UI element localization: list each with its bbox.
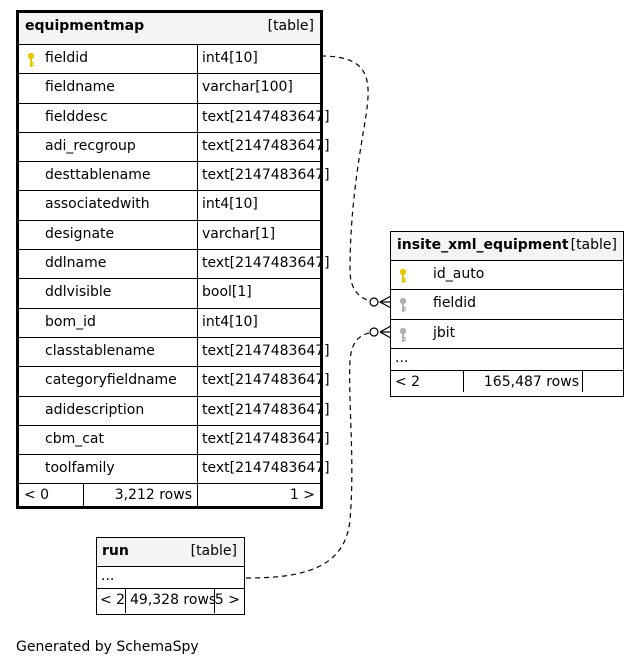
row-count: 49,328 rows bbox=[130, 592, 217, 608]
column-type: text[2147483647] bbox=[197, 455, 330, 484]
column-name: classtablename bbox=[45, 342, 155, 359]
foreign-key-icon bbox=[399, 298, 407, 313]
column-row[interactable]: ddlname text[2147483647] bbox=[19, 250, 330, 280]
table-header: equipmentmap [table] bbox=[19, 13, 320, 45]
column-row[interactable]: bom_id int4[10] bbox=[19, 308, 320, 338]
table-footer: < 0 3,212 rows 1 > bbox=[19, 484, 320, 507]
column-name: fieldid bbox=[45, 50, 88, 66]
column-name: bom_id bbox=[45, 313, 96, 330]
column-row[interactable]: id_auto bbox=[391, 261, 623, 291]
column-row[interactable]: ddlvisible bool[1] bbox=[19, 279, 320, 309]
column-type: int4[10] bbox=[197, 308, 320, 337]
column-name: fieldname bbox=[45, 79, 115, 96]
parents-count: < 2 bbox=[100, 592, 126, 608]
column-row[interactable]: associatedwith int4[10] bbox=[19, 191, 320, 221]
column-type: text[2147483647] bbox=[197, 103, 330, 132]
column-name: fieldid bbox=[433, 295, 476, 312]
row-count: 165,487 rows bbox=[483, 373, 579, 390]
children-count: 5 > bbox=[214, 592, 240, 608]
column-type: bool[1] bbox=[197, 279, 320, 308]
column-type: text[2147483647] bbox=[197, 250, 330, 279]
column-type: varchar[1] bbox=[197, 220, 320, 250]
table-footer: < 2 165,487 rows bbox=[391, 370, 623, 392]
table-run[interactable]: run [table] ... < 2 49,328 rows 5 > bbox=[96, 537, 245, 615]
column-name: desttablename bbox=[45, 167, 151, 184]
column-type: text[2147483647] bbox=[197, 337, 330, 367]
relationship-fieldid bbox=[320, 55, 381, 303]
table-name: equipmentmap bbox=[25, 18, 145, 34]
column-row[interactable]: toolfamily text[2147483647] bbox=[19, 455, 330, 485]
column-row[interactable]: adidescription text[2147483647] bbox=[19, 396, 330, 426]
column-name: ddlname bbox=[45, 255, 107, 272]
parents-count: < 0 bbox=[24, 487, 50, 504]
column-name: toolfamily bbox=[45, 460, 115, 477]
table-name: insite_xml_equipment bbox=[397, 237, 569, 253]
column-name: categoryfieldname bbox=[45, 372, 177, 389]
primary-key-icon bbox=[399, 268, 407, 283]
column-row[interactable]: categoryfieldname text[2147483647] bbox=[19, 367, 330, 397]
table-type: [table] bbox=[570, 237, 617, 253]
column-row[interactable]: classtablename text[2147483647] bbox=[19, 337, 330, 368]
column-row[interactable]: cbm_cat text[2147483647] bbox=[19, 425, 330, 456]
column-name: fielddesc bbox=[45, 108, 108, 125]
column-row[interactable]: fieldid bbox=[391, 290, 623, 320]
column-type: varchar[100] bbox=[197, 74, 320, 103]
children-count: 1 > bbox=[289, 487, 315, 504]
column-type: text[2147483647] bbox=[197, 425, 330, 455]
parents-count: < 2 bbox=[395, 373, 421, 390]
crowfoot-fieldid bbox=[369, 295, 392, 309]
column-name: jbit bbox=[433, 324, 456, 341]
column-name: associatedwith bbox=[45, 196, 150, 213]
table-type: [table] bbox=[190, 543, 237, 559]
column-type: text[2147483647] bbox=[197, 396, 330, 425]
column-row[interactable]: fielddesc text[2147483647] bbox=[19, 103, 330, 133]
primary-key-icon bbox=[27, 52, 35, 67]
column-row[interactable]: jbit bbox=[391, 320, 623, 349]
foreign-key-icon bbox=[399, 327, 407, 342]
column-name: adi_recgroup bbox=[45, 137, 136, 154]
column-name: ddlvisible bbox=[45, 284, 112, 301]
column-row[interactable]: fieldname varchar[100] bbox=[19, 74, 320, 104]
column-name: designate bbox=[45, 225, 115, 242]
column-type: text[2147483647] bbox=[197, 132, 330, 162]
more-columns: ... bbox=[97, 567, 244, 589]
column-type: text[2147483647] bbox=[197, 162, 330, 191]
column-name: cbm_cat bbox=[45, 430, 104, 447]
table-header: insite_xml_equipment [table] bbox=[391, 232, 623, 261]
column-row[interactable]: designate varchar[1] bbox=[19, 220, 320, 251]
relationship-jbit bbox=[245, 331, 381, 579]
column-row[interactable]: adi_recgroup text[2147483647] bbox=[19, 132, 330, 163]
column-row[interactable]: fieldid int4[10] bbox=[19, 45, 320, 75]
column-name: adidescription bbox=[45, 401, 145, 418]
column-row[interactable]: desttablename text[2147483647] bbox=[19, 162, 330, 192]
table-name: run bbox=[102, 543, 129, 559]
column-type: text[2147483647] bbox=[197, 367, 330, 396]
table-footer: < 2 49,328 rows 5 > bbox=[97, 589, 244, 613]
table-header: run [table] bbox=[97, 538, 244, 567]
generated-by-label: Generated by SchemaSpy bbox=[16, 639, 199, 655]
more-columns: ... bbox=[391, 349, 623, 371]
row-count: 3,212 rows bbox=[114, 487, 192, 504]
crowfoot-jbit bbox=[369, 325, 392, 339]
table-type: [table] bbox=[267, 18, 314, 34]
column-type: int4[10] bbox=[197, 191, 320, 220]
column-name: id_auto bbox=[433, 266, 485, 282]
column-type: int4[10] bbox=[197, 45, 320, 74]
